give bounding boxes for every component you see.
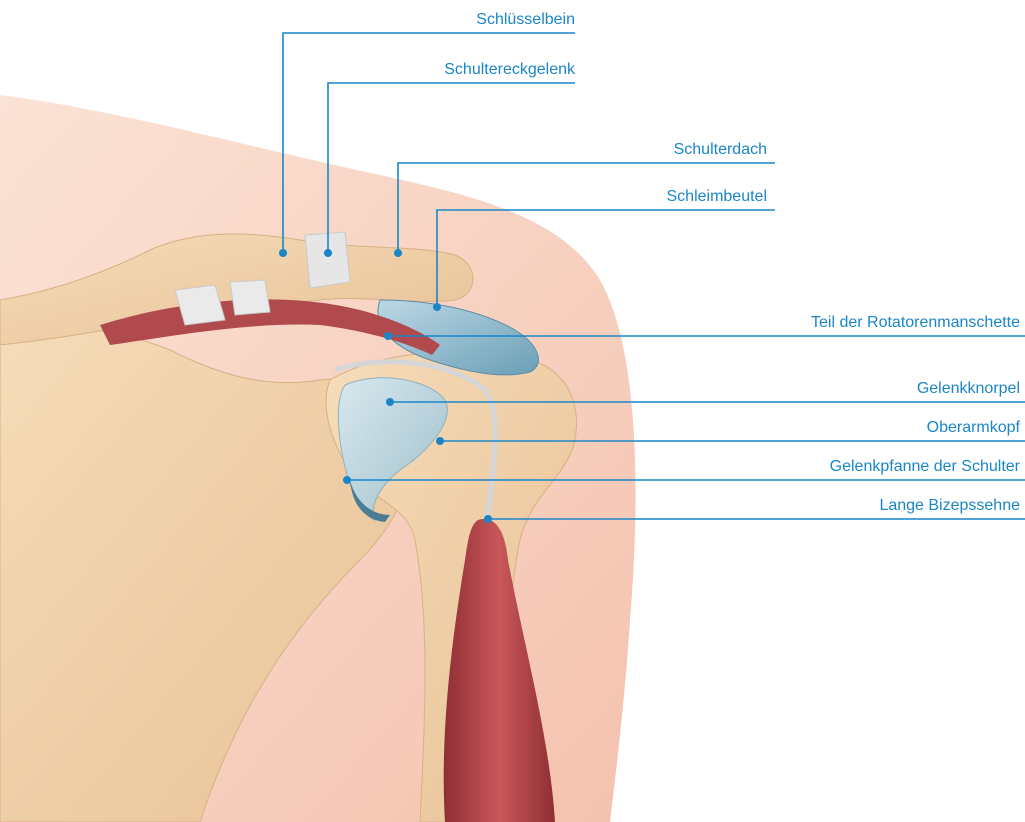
svg-text:Gelenkpfanne der Schulter: Gelenkpfanne der Schulter xyxy=(830,458,1021,475)
svg-text:Oberarmkopf: Oberarmkopf xyxy=(927,419,1021,436)
svg-text:Teil der Rotatorenmanschette: Teil der Rotatorenmanschette xyxy=(811,314,1020,331)
svg-text:Schultereckgelenk: Schultereckgelenk xyxy=(444,61,576,78)
svg-text:Gelenkknorpel: Gelenkknorpel xyxy=(917,380,1020,397)
svg-text:Schleimbeutel: Schleimbeutel xyxy=(667,188,768,205)
svg-text:Schulterdach: Schulterdach xyxy=(674,141,767,158)
svg-text:Lange Bizepssehne: Lange Bizepssehne xyxy=(879,497,1020,514)
svg-text:Schlüsselbein: Schlüsselbein xyxy=(476,11,575,28)
